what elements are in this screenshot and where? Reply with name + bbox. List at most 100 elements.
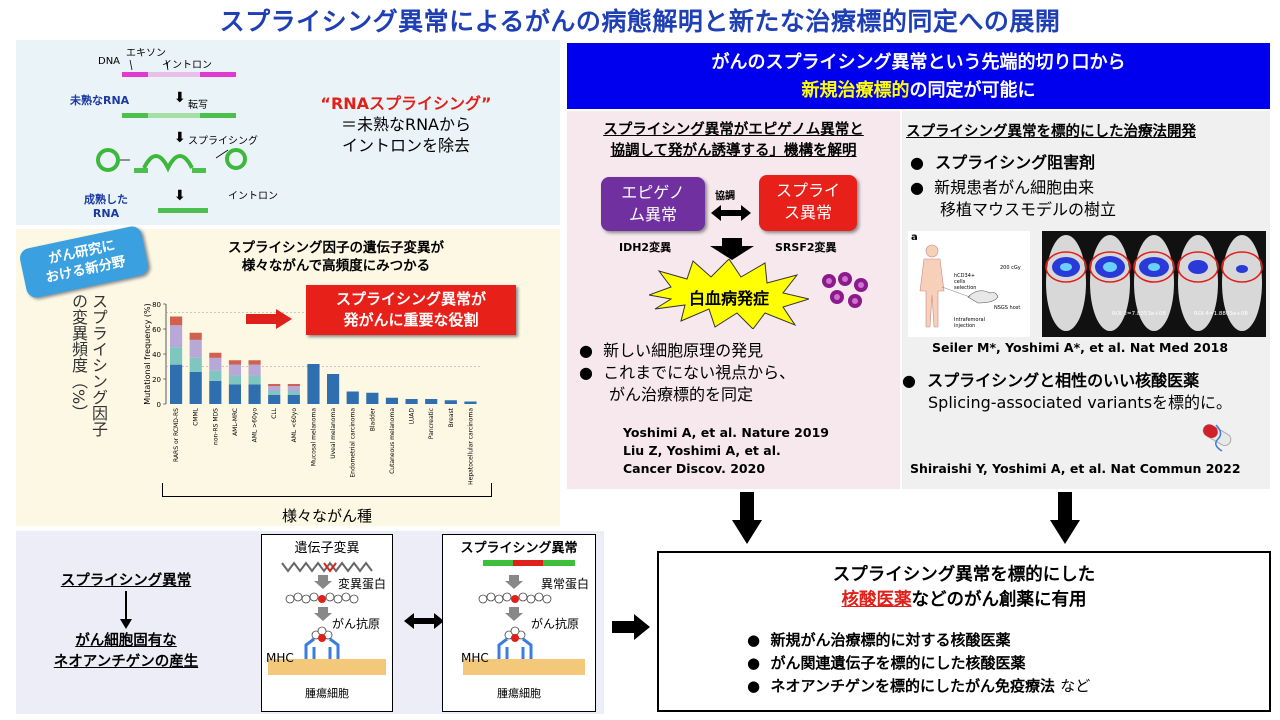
mid-bullet-1: ● 新しい細胞原理の発見 xyxy=(579,341,764,360)
cancer-antigen-label: がん抗原 xyxy=(332,617,381,631)
x-tick-label: Uveal melanoma xyxy=(330,408,337,459)
bar xyxy=(307,364,320,404)
neoantigen-production-label: がん細胞固有なネオアンチゲンの産生 xyxy=(53,633,199,670)
x-tick-label: Bladder xyxy=(369,407,376,431)
x-axis-jp-label: 様々ながん種 xyxy=(281,507,372,525)
x-tick-label: AML <60yo xyxy=(291,408,298,443)
ivis-imaging-figure: ROI 2=7.8353e+08 ROI 4=1.8803e+08 xyxy=(1042,231,1266,337)
bar xyxy=(228,375,242,385)
splicing-label: スプライシング xyxy=(188,136,258,147)
therapy-panel: スプライシング異常を標的にした治療法開発 ● スプライシング阻害剤 ● 新規患者… xyxy=(902,111,1270,489)
neoantigen-panel: スプライシング異常 がん細胞固有なネオアンチゲンの産生 遺伝子変異 変異蛋白 が… xyxy=(16,531,604,714)
x-tick-label: Breast xyxy=(448,407,455,427)
mutation-frequency-panel: がん研究における新分野 スプライシング因子の遺伝子変異が様々ながんで高頻度にみつ… xyxy=(16,224,560,526)
bar xyxy=(248,384,261,404)
mouse-model-figure: a hCD34+ cells selection Intrafemoral in… xyxy=(908,231,1030,337)
bar xyxy=(189,371,202,404)
panel-b-heading: スプライシング因子の遺伝子変異が様々ながんで高頻度にみつかる xyxy=(228,240,444,274)
bar xyxy=(464,401,477,404)
bar xyxy=(209,352,222,358)
right-bullet-2: ● 新規患者がん細胞由来 移植マウスモデルの樹立 xyxy=(910,178,1117,219)
x-tick-label: Pancreatic xyxy=(428,408,435,439)
page-title: スプライシング異常によるがんの病態解明と新たな治療標的同定への展開 xyxy=(219,7,1061,36)
ref-seiler: Seiler M*, Yoshimi A*, et al. Nat Med 20… xyxy=(932,340,1229,355)
splicing-abnormality-title: スプライシング異常 xyxy=(460,541,578,556)
leukemia-burst-icon xyxy=(649,259,809,329)
conclusion-bullets: ● 新規がん治療標的に対する核酸医薬 ● がん関連遺伝子を標的にした核酸医薬 ●… xyxy=(747,629,1090,698)
epigenome-abnormality-box: エピゲノム異常 xyxy=(601,177,705,231)
svg-text:⬇: ⬇ xyxy=(174,188,186,204)
y-axis-jp-label: スプライシング因子の変異頻度（%） xyxy=(69,293,108,437)
double-arrow-icon xyxy=(711,205,751,221)
ref-shiraishi: Shiraishi Y, Yoshimi A, et al. Nat Commu… xyxy=(910,461,1241,476)
double-arrow-icon xyxy=(404,613,444,629)
bar xyxy=(268,384,281,386)
down-arrow-icon xyxy=(1050,492,1080,544)
down-arrow-icon xyxy=(710,238,754,260)
transcription-label: 転写 xyxy=(188,100,208,111)
x-tick-label: CMML xyxy=(193,407,200,426)
x-tick-label: Mucosal melanoma xyxy=(310,408,317,467)
rna-splicing-title: “RNAスプライシング” xyxy=(320,94,492,113)
bar xyxy=(228,384,242,404)
nucleic-acid-drug-icon xyxy=(1202,424,1232,452)
splicing-abnormality-label: スプライシング異常 xyxy=(60,573,192,589)
splicing-diagram: ⬇ ⬇ ⬇ xyxy=(96,59,247,213)
y-tick-label: 40 xyxy=(152,351,161,359)
callout-box: スプライシング異常が発がんに重要な役割 xyxy=(306,285,516,335)
bar xyxy=(287,395,300,404)
bar xyxy=(287,384,300,386)
down-arrow-icon xyxy=(120,591,132,629)
abnormal-protein-label: 異常蛋白 xyxy=(541,577,590,591)
bar xyxy=(248,360,261,365)
x-tick-label: Endometrial carcinoma xyxy=(350,408,357,478)
x-tick-label: Cutaneous melanoma xyxy=(389,408,396,474)
epigenome-panel: スプライシング異常がエピゲノム異常と協調して発がん誘導する」機構を解明 エピゲノ… xyxy=(567,111,900,489)
conclusion-bullet-1: ● 新規がん治療標的に対する核酸医薬 xyxy=(747,631,1011,649)
x-tick-label: Hepatocellular carcinoma xyxy=(467,408,474,485)
ref-nature-2019: Yoshimi A, et al. Nature 2019 xyxy=(623,425,829,440)
splicing-abnormality-box: スプライシング異常 異常蛋白 がん抗原 MHC 腫瘍細胞 xyxy=(442,534,596,712)
intron-removed-label: イントロン xyxy=(228,191,278,202)
tumor-cell-label-2: 腫瘍細胞 xyxy=(497,687,541,700)
mutant-protein-label: 変異蛋白 xyxy=(338,577,387,591)
bar xyxy=(189,332,202,340)
mhc-label-2: MHC xyxy=(461,651,489,665)
mid-bullet-2b: がん治療標的を同定 xyxy=(609,385,754,404)
roi-label-1: ROI 2=7.8353e+08 xyxy=(1112,311,1166,317)
y-tick-label: 80 xyxy=(152,301,161,309)
bar xyxy=(170,316,183,326)
leukemia-cells-icon xyxy=(822,272,868,308)
figure-radiation-label: 200 cGy xyxy=(1000,265,1021,271)
right-bullet-1: ● スプライシング阻害剤 xyxy=(910,153,1096,172)
gene-mutation-title: 遺伝子変異 xyxy=(294,541,360,556)
bar xyxy=(444,400,457,404)
callout-arrow xyxy=(246,309,296,329)
mid-heading: スプライシング異常がエピゲノム異常と協調して発がん誘導する」機構を解明 xyxy=(603,122,864,159)
x-tick-label: AML-MRC xyxy=(232,408,239,436)
figure-a-label: a xyxy=(911,232,918,243)
bar xyxy=(366,392,379,404)
gene-mutation-diagram xyxy=(268,561,386,675)
figure-injection-label: Intrafemoral injection xyxy=(954,317,985,329)
bar xyxy=(287,386,300,391)
cooperation-label: 協調 xyxy=(715,191,735,202)
conclusion-box: スプライシング異常を標的にした 核酸医薬などのがん創薬に有用 ● 新規がん治療標… xyxy=(657,551,1271,712)
svg-text:⬇: ⬇ xyxy=(174,90,186,106)
ivis-mice-image xyxy=(1045,235,1263,331)
y-tick-label: 0 xyxy=(157,401,161,409)
x-tick-label: non-RS MDS xyxy=(212,408,219,445)
bar xyxy=(346,391,359,404)
headline-banner: がんのスプライシング異常という先端的切り口から 新規治療標的の同定が可能に xyxy=(567,43,1270,109)
bar xyxy=(189,339,202,358)
bar xyxy=(189,357,202,372)
bar xyxy=(248,375,261,385)
bar xyxy=(268,395,281,404)
bar xyxy=(170,347,183,365)
bar xyxy=(287,391,300,395)
bar xyxy=(425,399,438,404)
bar xyxy=(268,386,281,391)
bar xyxy=(170,325,183,348)
conclusion-bullet-3: ● ネオアンチゲンを標的にしたがん免疫療法 など xyxy=(747,677,1091,695)
